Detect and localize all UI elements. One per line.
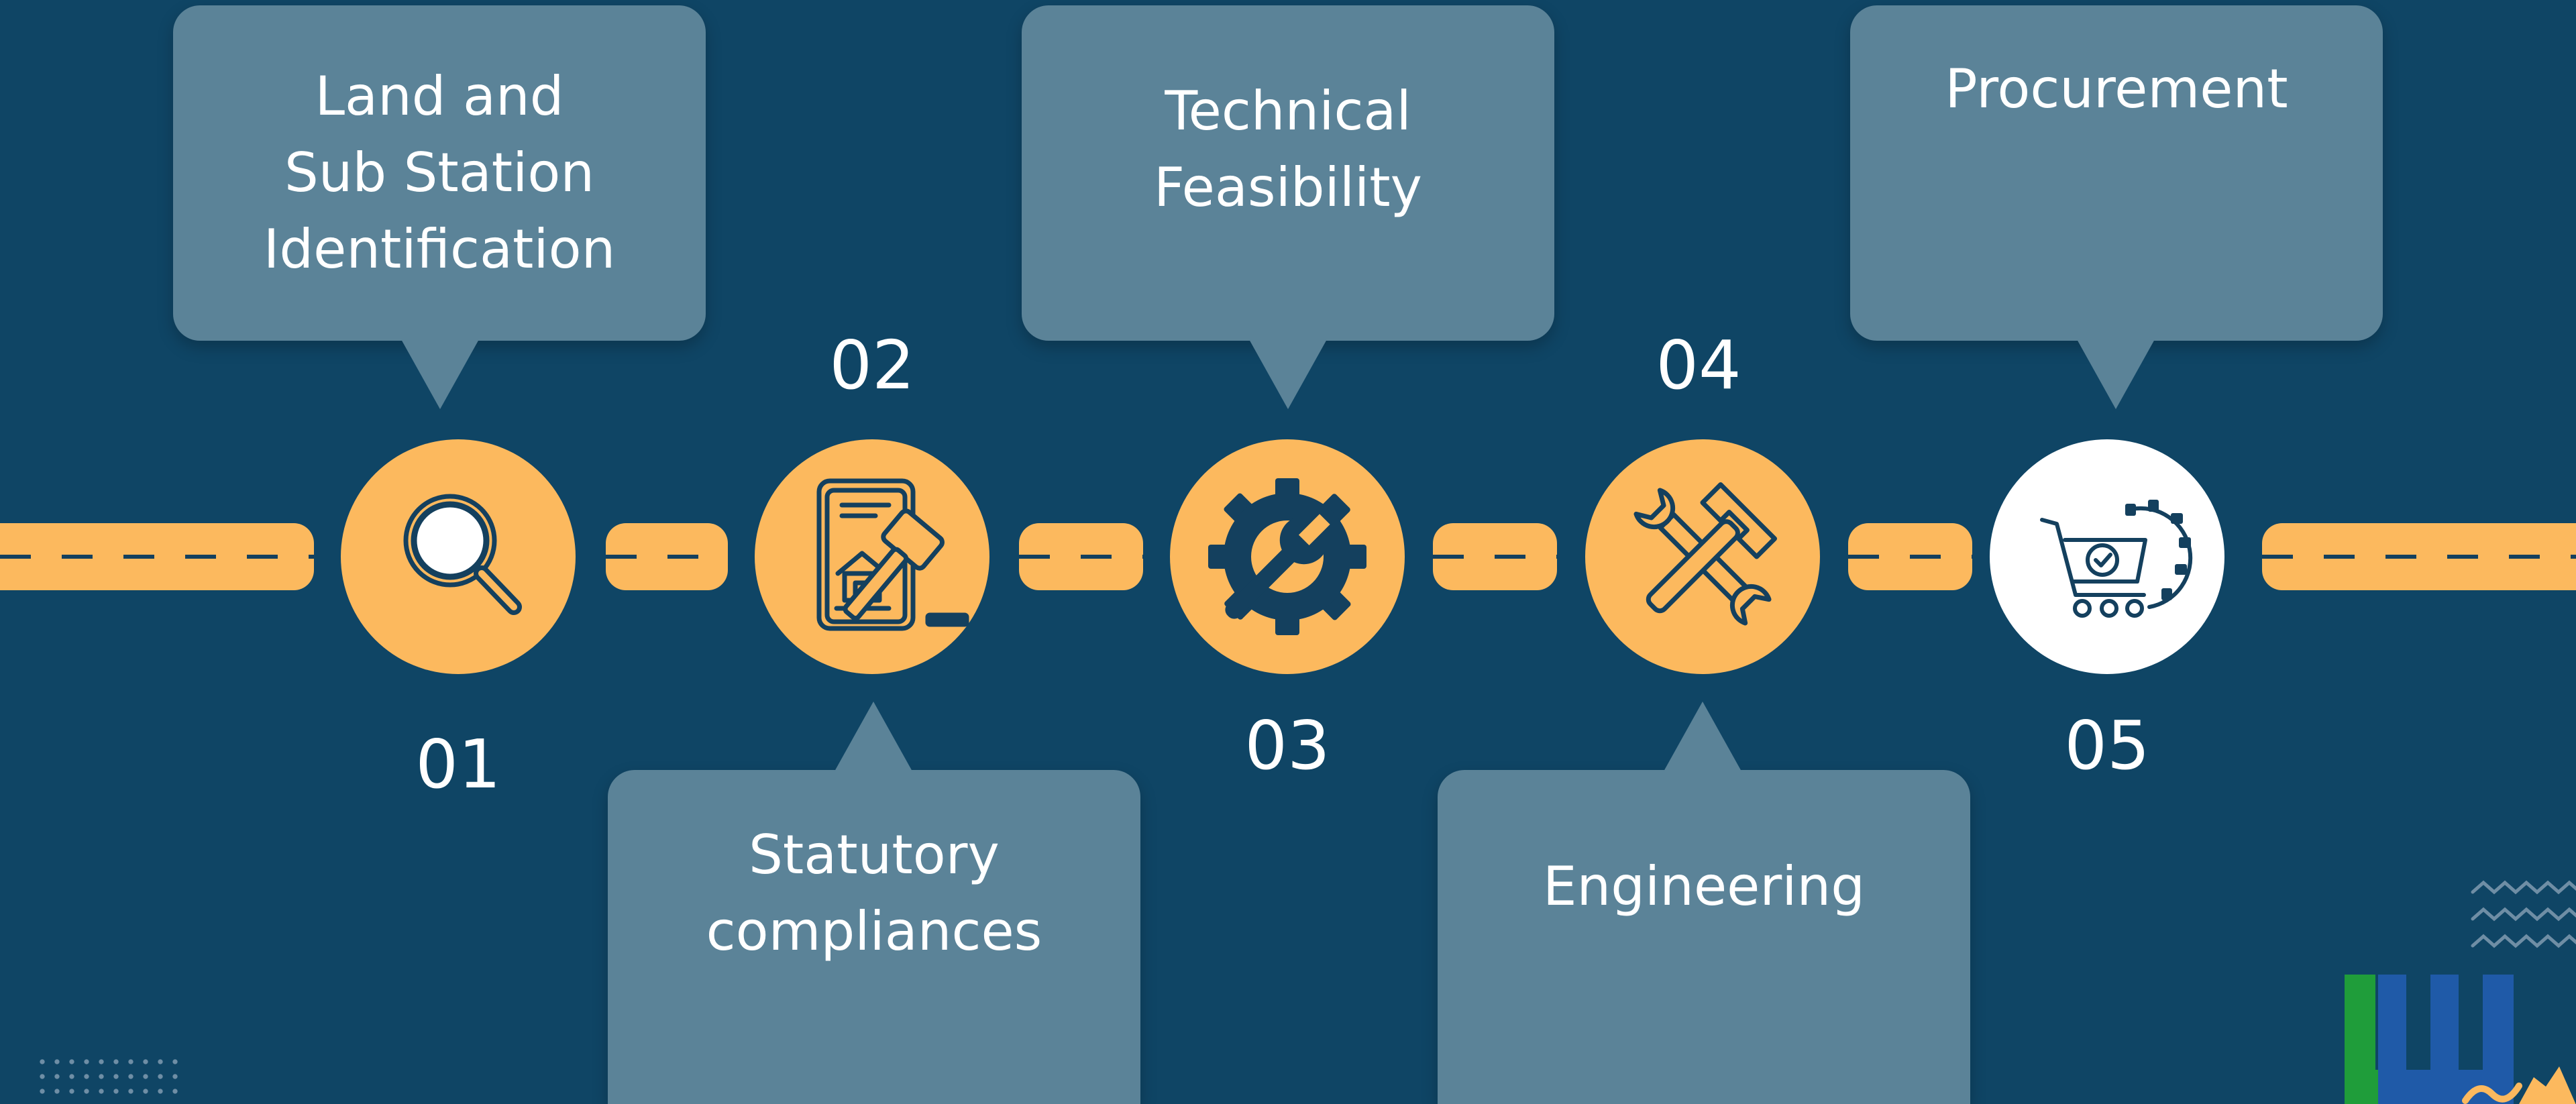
step-5-bubble: Procurement <box>1850 5 2383 341</box>
law-book-gavel-icon <box>816 478 969 631</box>
road-segment <box>2262 523 2576 590</box>
step-3-label: Technical Feasibility <box>1154 80 1422 219</box>
hammer-wrench-icon <box>1633 482 1777 626</box>
step-3-bubble: Technical Feasibility <box>1022 5 1554 341</box>
step-1-number: 01 <box>415 725 501 804</box>
step-2-node <box>755 439 989 674</box>
step-2-number: 02 <box>829 326 915 404</box>
cart-gear-icon <box>2040 500 2193 618</box>
step-5-pointer <box>2077 339 2155 409</box>
step-3-pointer <box>1249 339 1327 409</box>
step-1-node <box>341 439 576 674</box>
wave-lines-decoration <box>2471 880 2576 948</box>
step-5-node <box>1990 439 2224 674</box>
magnifier-icon <box>403 494 522 615</box>
step-3-node <box>1170 439 1405 674</box>
step-4-bubble: Engineering <box>1438 770 1970 1104</box>
road-segment <box>0 523 314 590</box>
step-2-label: Statutory compliances <box>706 824 1042 962</box>
step-1-bubble: Land and Sub Station Identification <box>173 5 706 341</box>
step-1-label: Land and Sub Station Identification <box>263 65 616 280</box>
dot-grid-decoration <box>35 1054 184 1101</box>
road-segment <box>1019 523 1143 590</box>
step-4-node <box>1585 439 1820 674</box>
step-4-label: Engineering <box>1543 855 1865 918</box>
step-4-pointer <box>1664 702 1741 771</box>
road-segment <box>1848 523 1972 590</box>
step-4-number: 04 <box>1656 326 1741 404</box>
step-5-number: 05 <box>2064 706 2150 785</box>
step-5-label: Procurement <box>1945 58 2288 120</box>
step-1-pointer <box>401 339 479 409</box>
step-2-pointer <box>835 702 912 771</box>
step-2-bubble: Statutory compliances <box>608 770 1140 1104</box>
gear-wrench-icon <box>1208 478 1366 635</box>
step-3-number: 03 <box>1244 706 1330 785</box>
road-segment <box>606 523 728 590</box>
company-logo <box>2345 975 2576 1104</box>
road-segment <box>1433 523 1557 590</box>
